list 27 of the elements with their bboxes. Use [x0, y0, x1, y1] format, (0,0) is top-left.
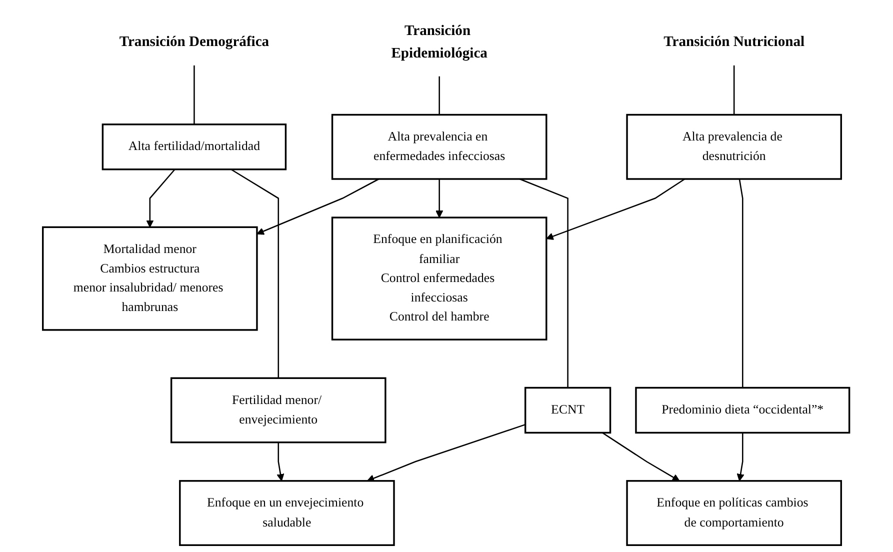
node-box: Predominio dieta “occidental”*	[636, 386, 851, 434]
node-box: Alta prevalencia de desnutrición	[626, 114, 842, 180]
node-box: Enfoque en políticas cambios de comportamiento	[626, 480, 842, 546]
node-box: Enfoque en planificación familiar Control enfermedades infecciosas Control del hambre	[332, 216, 548, 340]
node-text: Transición Epidemiológica	[392, 22, 488, 60]
node-text: Transición Nutricional	[664, 33, 805, 50]
connector	[439, 76, 440, 115]
connector	[739, 178, 744, 388]
connector	[194, 65, 196, 124]
arrow	[436, 179, 444, 218]
node-box: Alta fertilidad/mortalidad	[102, 124, 287, 170]
arrow	[737, 432, 745, 482]
node-box: Alta prevalencia en enfermedades infecciosas	[332, 114, 548, 180]
node-box: Mortalidad menor Cambios estructura menor insalubridad/ menores hambrunas	[42, 226, 258, 331]
node-box: Fertilidad menor/ envejecimiento	[170, 377, 387, 444]
connector	[231, 168, 280, 378]
arrow	[277, 442, 285, 482]
node-text: Transición Demográfica	[120, 33, 270, 50]
connector	[734, 65, 736, 115]
arrow	[146, 168, 176, 228]
arrow	[257, 178, 380, 235]
node-box: Enfoque en un envejecimiento saludable	[179, 480, 396, 546]
node-box: ECNT	[524, 386, 612, 434]
arrow	[546, 178, 686, 240]
arrow	[367, 424, 526, 482]
connector	[520, 178, 569, 388]
arrow	[602, 432, 680, 482]
